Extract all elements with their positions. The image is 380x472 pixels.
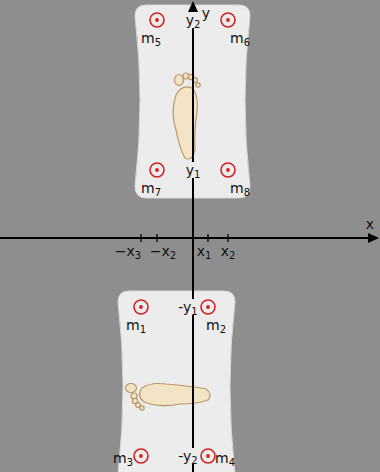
marker-label: m4 — [214, 450, 236, 466]
marker-label: m8 — [229, 180, 251, 196]
marker-symbol — [134, 13, 235, 463]
coordinate-label: y2 — [185, 12, 202, 28]
marker-label: m7 — [140, 180, 162, 196]
marker-label: m5 — [140, 30, 162, 46]
axis — [0, 8, 372, 472]
tick-label: x1 — [196, 243, 213, 259]
axis-arrowhead — [368, 233, 379, 243]
axis-arrowhead — [188, 1, 198, 12]
foot-icon — [126, 384, 211, 411]
marker-label: m2 — [205, 317, 227, 333]
foot-pad — [118, 291, 235, 472]
axis-label: y — [201, 5, 211, 21]
coordinate-label: y1 — [185, 162, 202, 178]
tick-label: x2 — [220, 243, 237, 259]
marker-label: m1 — [125, 317, 147, 333]
tick-label: −x3 — [114, 243, 142, 259]
foot-icon — [173, 73, 200, 159]
coordinate-label: -y1 — [177, 299, 198, 315]
marker-label: m3 — [112, 450, 134, 466]
marker-label: m6 — [229, 30, 251, 46]
coordinate-label: -y2 — [177, 448, 198, 464]
axis-label: x — [365, 216, 375, 232]
tick-label: −x2 — [149, 243, 177, 259]
axis-tick — [141, 234, 228, 242]
